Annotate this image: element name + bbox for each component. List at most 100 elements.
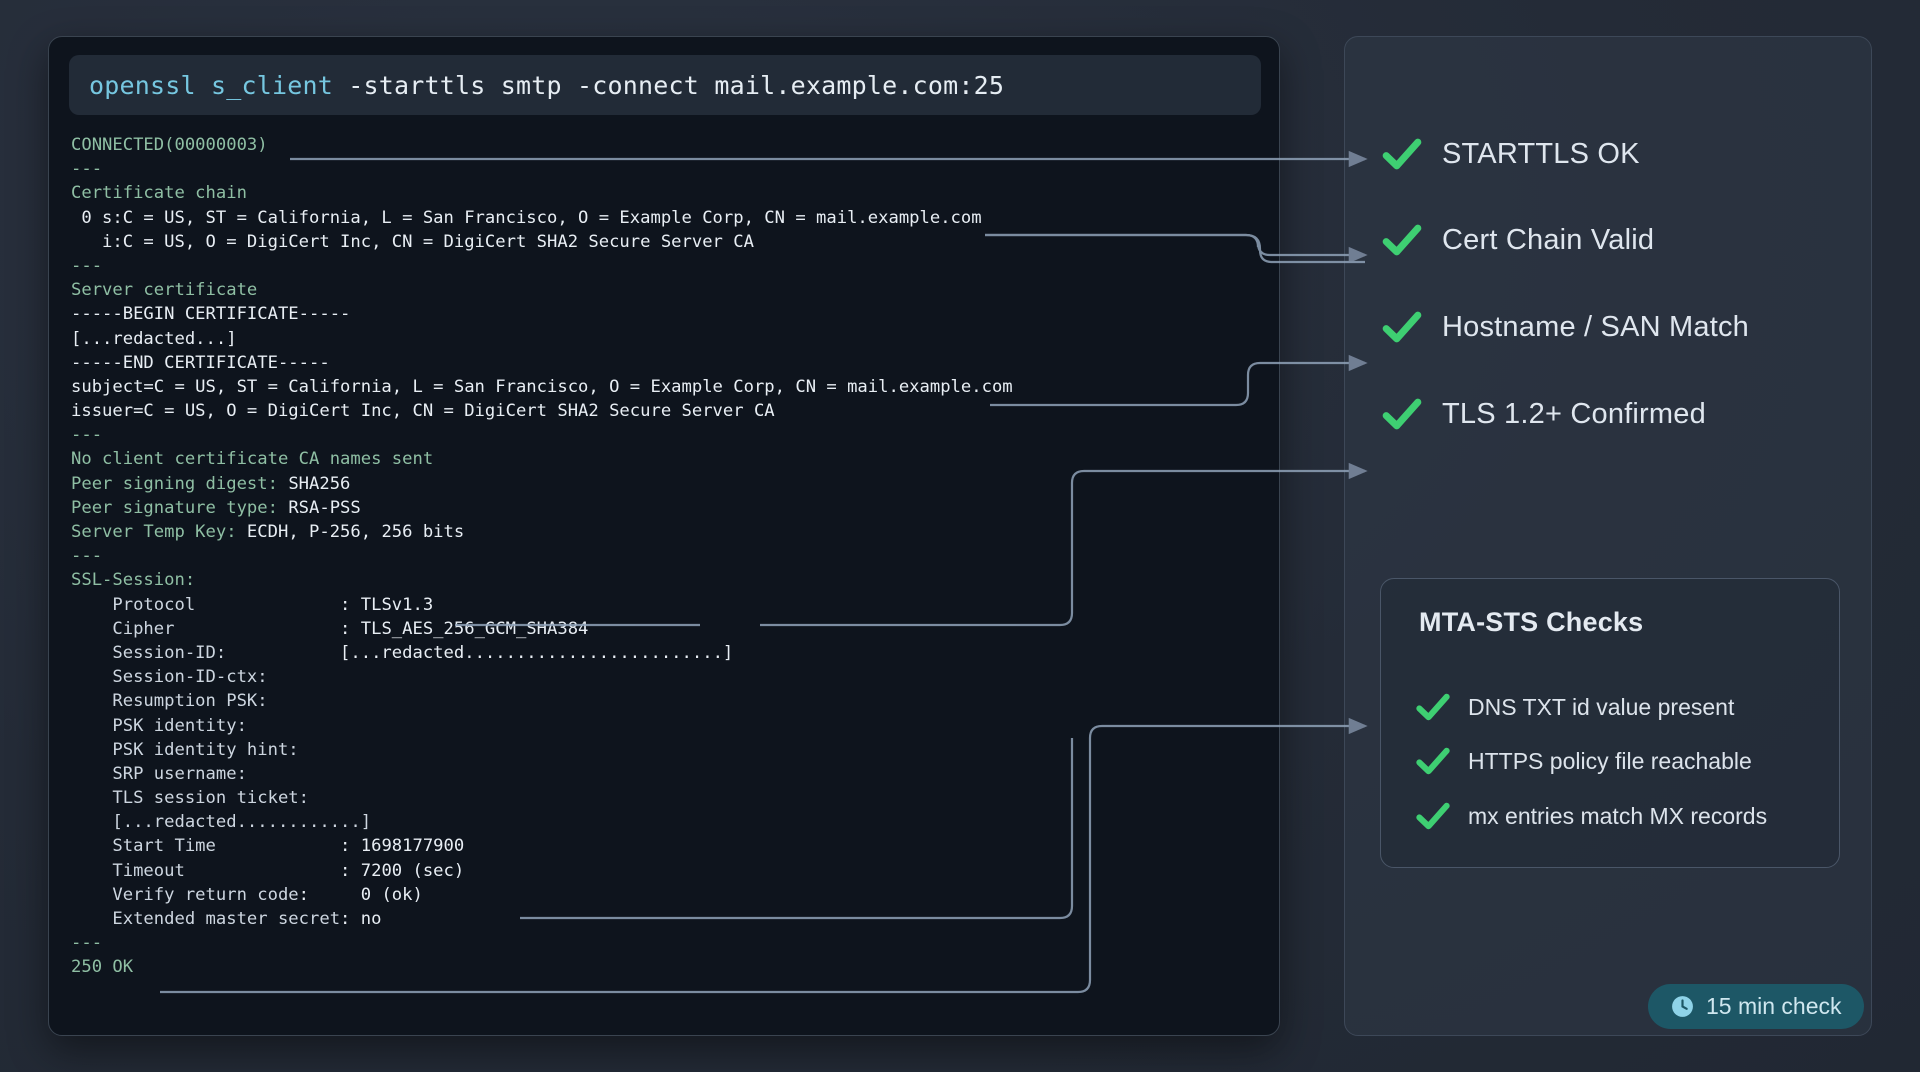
mta-check-item[interactable]: HTTPS policy file reachable bbox=[1414, 742, 1752, 780]
terminal-line-text: PSK identity: bbox=[71, 715, 247, 736]
terminal-line-value: : 7200 (sec) bbox=[340, 860, 465, 881]
check-item-label: TLS 1.2+ Confirmed bbox=[1442, 397, 1706, 430]
terminal-line-text: Server certificate bbox=[71, 280, 258, 301]
terminal-line: -----END CERTIFICATE----- bbox=[71, 351, 1271, 375]
interval-badge[interactable]: 15 min check bbox=[1648, 984, 1864, 1029]
terminal-line-label: Start Time bbox=[71, 836, 341, 857]
terminal-output: CONNECTED(00000003)---Certificate chain … bbox=[71, 133, 1271, 980]
terminal-line: SRP username: bbox=[71, 762, 1271, 786]
terminal-line-text: -----BEGIN CERTIFICATE----- bbox=[71, 304, 351, 325]
terminal-line-text: --- bbox=[71, 546, 103, 567]
terminal-line-value: RSA-PSS bbox=[277, 497, 361, 518]
terminal-line-text: CONNECTED(00000003) bbox=[71, 135, 268, 155]
terminal-line: Session-ID: [...redacted................… bbox=[71, 641, 1271, 665]
terminal-line-label: Timeout bbox=[71, 860, 341, 881]
terminal-line: PSK identity: bbox=[71, 714, 1271, 738]
terminal-line: --- bbox=[71, 544, 1271, 568]
terminal-line: i:C = US, O = DigiCert Inc, CN = DigiCer… bbox=[71, 230, 1271, 254]
terminal-line: --- bbox=[71, 157, 1271, 181]
terminal-line: Start Time : 1698177900 bbox=[71, 834, 1271, 858]
terminal-line-text: Resumption PSK: bbox=[71, 691, 268, 712]
command-bar[interactable]: openssl s_client -starttls smtp -connect… bbox=[69, 55, 1261, 115]
terminal-line-label: Protocol bbox=[71, 594, 341, 615]
terminal-line-value: [...redacted.........................] bbox=[226, 642, 734, 663]
terminal-line-text: issuer=C = US, O = DigiCert Inc, CN = Di… bbox=[71, 401, 775, 422]
terminal-line: 250 OK bbox=[71, 955, 1271, 979]
terminal-line: TLS session ticket: bbox=[71, 786, 1271, 810]
terminal-line-text: TLS session ticket: bbox=[71, 788, 309, 809]
checks-panel bbox=[1344, 36, 1872, 1036]
terminal-line: SSL-Session: bbox=[71, 568, 1271, 592]
terminal-line-text: [...redacted...] bbox=[71, 328, 237, 349]
terminal-line-label: Extended master secret bbox=[71, 909, 341, 929]
mta-sts-title: MTA-STS Checks bbox=[1419, 607, 1644, 637]
terminal-line-text: -----END CERTIFICATE----- bbox=[71, 352, 330, 373]
command-keyword: openssl s_client bbox=[89, 70, 334, 100]
terminal-line: 0 s:C = US, ST = California, L = San Fra… bbox=[71, 206, 1271, 230]
check-item[interactable]: Cert Chain Valid bbox=[1380, 218, 1654, 262]
terminal-line-text: --- bbox=[71, 255, 103, 276]
check-item-label: Cert Chain Valid bbox=[1442, 223, 1655, 256]
terminal-line: Certificate chain bbox=[71, 181, 1271, 205]
interval-badge-label: 15 min check bbox=[1706, 993, 1842, 1019]
terminal-line-text: subject=C = US, ST = California, L = San… bbox=[71, 376, 1013, 397]
terminal-line-label: Server Temp Key: bbox=[71, 522, 237, 542]
terminal-line-text: --- bbox=[71, 933, 103, 954]
terminal-line-value: : no bbox=[340, 909, 382, 929]
terminal-line-text: --- bbox=[71, 159, 103, 180]
terminal-line: Timeout : 7200 (sec) bbox=[71, 859, 1271, 883]
terminal-line-text: 250 OK bbox=[71, 957, 134, 978]
terminal-line-label: Session-ID: bbox=[71, 642, 227, 663]
check-item-label: STARTTLS OK bbox=[1442, 137, 1640, 170]
check-item[interactable]: TLS 1.2+ Confirmed bbox=[1380, 392, 1706, 436]
check-item[interactable]: Hostname / SAN Match bbox=[1380, 305, 1749, 349]
terminal-line: --- bbox=[71, 931, 1271, 955]
check-item-label: Hostname / SAN Match bbox=[1442, 310, 1749, 343]
mta-check-item-label: DNS TXT id value present bbox=[1468, 693, 1735, 720]
mta-sts-card: MTA-STS Checks bbox=[1380, 578, 1840, 868]
terminal-line: No client certificate CA names sent bbox=[71, 447, 1271, 471]
mta-check-item[interactable]: DNS TXT id value present bbox=[1414, 688, 1734, 726]
terminal-line: --- bbox=[71, 423, 1271, 447]
check-icon bbox=[1382, 398, 1422, 430]
terminal-line-value: : 0 (ok) bbox=[298, 884, 423, 905]
terminal-line-text: --- bbox=[71, 425, 103, 446]
terminal-line: --- bbox=[71, 254, 1271, 278]
terminal-line-text: PSK identity hint: bbox=[71, 739, 299, 760]
check-icon bbox=[1416, 747, 1450, 775]
mta-check-item[interactable]: mx entries match MX records bbox=[1414, 797, 1767, 835]
terminal-line-value: : 1698177900 bbox=[340, 836, 465, 857]
terminal-line-text: [...redacted............] bbox=[71, 812, 372, 833]
check-icon bbox=[1416, 693, 1450, 721]
terminal-window: openssl s_client -starttls smtp -connect… bbox=[48, 36, 1280, 1036]
terminal-line-text: 0 s:C = US, ST = California, L = San Fra… bbox=[71, 207, 982, 228]
check-icon bbox=[1382, 311, 1422, 343]
terminal-line: Server Temp Key: ECDH, P-256, 256 bits bbox=[71, 520, 1271, 544]
terminal-line-text: Session-ID-ctx: bbox=[71, 667, 268, 688]
terminal-line-value: ECDH, P-256, 256 bits bbox=[236, 522, 465, 542]
check-icon bbox=[1382, 138, 1422, 170]
terminal-line: Peer signature type: RSA-PSS bbox=[71, 496, 1271, 520]
clock-icon bbox=[1672, 996, 1693, 1017]
check-icon bbox=[1382, 224, 1422, 256]
terminal-line: Cipher : TLS_AES_256_GCM_SHA384 bbox=[71, 617, 1271, 641]
terminal-line-text: Certificate chain bbox=[71, 183, 247, 204]
terminal-line-text: No client certificate CA names sent bbox=[71, 449, 434, 470]
terminal-line: Extended master secret: no bbox=[71, 907, 1271, 931]
terminal-line-value: : TLS_AES_256_GCM_SHA384 bbox=[340, 618, 589, 639]
check-item[interactable]: STARTTLS OK bbox=[1380, 132, 1640, 176]
terminal-line: subject=C = US, ST = California, L = San… bbox=[71, 375, 1271, 399]
terminal-line: CONNECTED(00000003) bbox=[71, 133, 1271, 157]
terminal-line: -----BEGIN CERTIFICATE----- bbox=[71, 302, 1271, 326]
terminal-line: issuer=C = US, O = DigiCert Inc, CN = Di… bbox=[71, 399, 1271, 423]
terminal-line: PSK identity hint: bbox=[71, 738, 1271, 762]
terminal-line: Session-ID-ctx: bbox=[71, 665, 1271, 689]
terminal-line: Resumption PSK: bbox=[71, 689, 1271, 713]
terminal-line: Protocol : TLSv1.3 bbox=[71, 593, 1271, 617]
mta-check-item-label: HTTPS policy file reachable bbox=[1468, 747, 1752, 774]
terminal-line-text: i:C = US, O = DigiCert Inc, CN = DigiCer… bbox=[71, 231, 754, 252]
terminal-line-value: SHA256 bbox=[277, 473, 351, 494]
terminal-line-label: Peer signature type: bbox=[71, 497, 278, 518]
terminal-line: [...redacted............] bbox=[71, 810, 1271, 834]
